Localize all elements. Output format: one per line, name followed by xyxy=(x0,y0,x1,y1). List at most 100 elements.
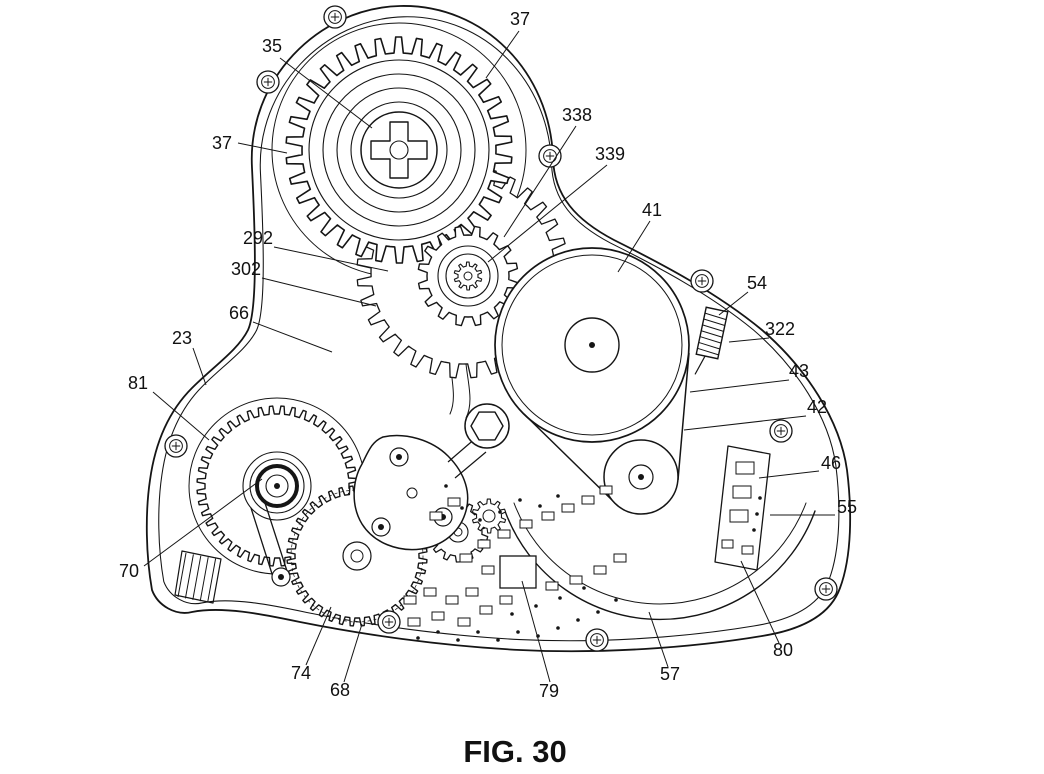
housing-screw xyxy=(585,628,609,652)
ref-label-79: 79 xyxy=(539,681,559,701)
connector-pad-small xyxy=(721,539,734,549)
housing-screw xyxy=(377,610,401,634)
tensioner-hatch xyxy=(704,312,727,321)
leader-line xyxy=(487,164,608,263)
leader-line xyxy=(343,623,363,683)
pcb-component xyxy=(497,529,511,539)
leader-line xyxy=(718,291,749,316)
housing-screw xyxy=(690,269,714,293)
tensioner-stem xyxy=(694,355,706,375)
pcb-solder-dot xyxy=(510,612,514,616)
lobe-hatch xyxy=(192,555,202,600)
ref-label-23: 23 xyxy=(172,328,192,348)
plate-hole-dot xyxy=(378,524,384,530)
plate-strut xyxy=(454,451,487,479)
small-pulley-hub xyxy=(628,464,654,490)
tensioner-hatch xyxy=(697,347,719,356)
ref-label-338: 338 xyxy=(562,105,592,125)
ref-label-70: 70 xyxy=(119,561,139,581)
pcb-component xyxy=(479,605,493,615)
lobe-hatch xyxy=(207,558,217,603)
pcb-solder-dot xyxy=(416,636,420,640)
ref-label-81: 81 xyxy=(128,373,148,393)
pcb-component xyxy=(561,503,575,513)
hex-bolt xyxy=(470,411,504,441)
screw-head xyxy=(695,274,709,288)
ref-label-35: 35 xyxy=(262,36,282,56)
top-gear-ring xyxy=(336,87,462,213)
belt-right-run xyxy=(677,352,690,481)
connector-pad xyxy=(732,485,752,499)
figure-caption: FIG. 30 xyxy=(463,734,566,769)
leader-line xyxy=(192,347,207,386)
pcb-solder-dot xyxy=(534,604,538,608)
large-pulley-center xyxy=(589,342,595,348)
pcb-component xyxy=(519,519,533,529)
actuator-arm-edge xyxy=(250,507,274,578)
arm-end-dot xyxy=(278,574,284,580)
tensioner-hatch xyxy=(699,336,722,344)
pcb-solder-dot xyxy=(614,598,618,602)
leader-line xyxy=(740,560,780,644)
top-gear-ring xyxy=(322,73,476,227)
ref-label-74: 74 xyxy=(291,663,311,683)
ref-label-54: 54 xyxy=(747,273,767,293)
connector-pad-small xyxy=(741,545,754,555)
small-gear-center xyxy=(463,271,473,281)
left-gear-bore xyxy=(265,474,289,498)
top-gear-hub xyxy=(360,111,438,189)
small-gear-spline xyxy=(453,261,483,291)
large-pulley-hub xyxy=(564,317,620,373)
left-gear-hub-ring xyxy=(255,464,299,508)
left-gear-ring xyxy=(242,451,312,521)
pcb-solder-dot xyxy=(556,494,560,498)
pcb-solder-dot xyxy=(456,638,460,642)
tensioner-hatch xyxy=(698,341,720,350)
leader-line xyxy=(521,580,551,683)
pcb-component xyxy=(429,511,443,521)
pcb-component xyxy=(403,595,417,605)
pcb-component xyxy=(599,485,613,495)
pcb-component xyxy=(431,611,445,621)
pcb-solder-dot xyxy=(558,596,562,600)
pcb-connector xyxy=(714,445,771,571)
leader-line xyxy=(143,478,263,567)
large-disc-inner-edge xyxy=(513,502,807,605)
leader-line xyxy=(237,142,288,154)
lower-gear-hub xyxy=(342,541,372,571)
large-pulley-rim xyxy=(501,254,683,436)
pcb-component xyxy=(465,587,479,597)
top-gear-center-bore xyxy=(389,140,409,160)
reference-numerals: 37 35 338 339 41 37 54 322 43 42 292 302… xyxy=(119,9,857,701)
small-gear-ring xyxy=(445,253,491,299)
pcb-solder-dot xyxy=(498,510,502,514)
pcb-component xyxy=(477,539,491,549)
left-gear-ring xyxy=(249,458,305,514)
housing-screw xyxy=(538,144,562,168)
pcb-component xyxy=(481,565,495,575)
pcb-solder-dot xyxy=(582,586,586,590)
leader-line xyxy=(279,57,373,129)
screw-head xyxy=(819,582,833,596)
leader-line xyxy=(261,277,377,307)
pcb-component xyxy=(445,595,459,605)
pcb-solder-dot xyxy=(556,626,560,630)
pcb-component xyxy=(593,565,607,575)
small-pulley-center xyxy=(638,474,644,480)
pinion-hub xyxy=(482,509,496,523)
lobe-hatch xyxy=(184,554,194,599)
screw-head xyxy=(261,75,275,89)
pcb-component xyxy=(407,617,421,627)
pcb-component xyxy=(613,553,627,563)
leader-line xyxy=(503,125,577,238)
connector-pad xyxy=(735,461,755,475)
small-gear-ring xyxy=(437,245,499,307)
hub-cross xyxy=(370,121,428,179)
pcb-solder-dot xyxy=(516,630,520,634)
lobe-hatch xyxy=(177,552,187,598)
left-gear-center xyxy=(274,483,280,489)
housing-screw xyxy=(256,70,280,94)
ref-label-57: 57 xyxy=(660,664,680,684)
hatched-lobe xyxy=(174,550,222,604)
